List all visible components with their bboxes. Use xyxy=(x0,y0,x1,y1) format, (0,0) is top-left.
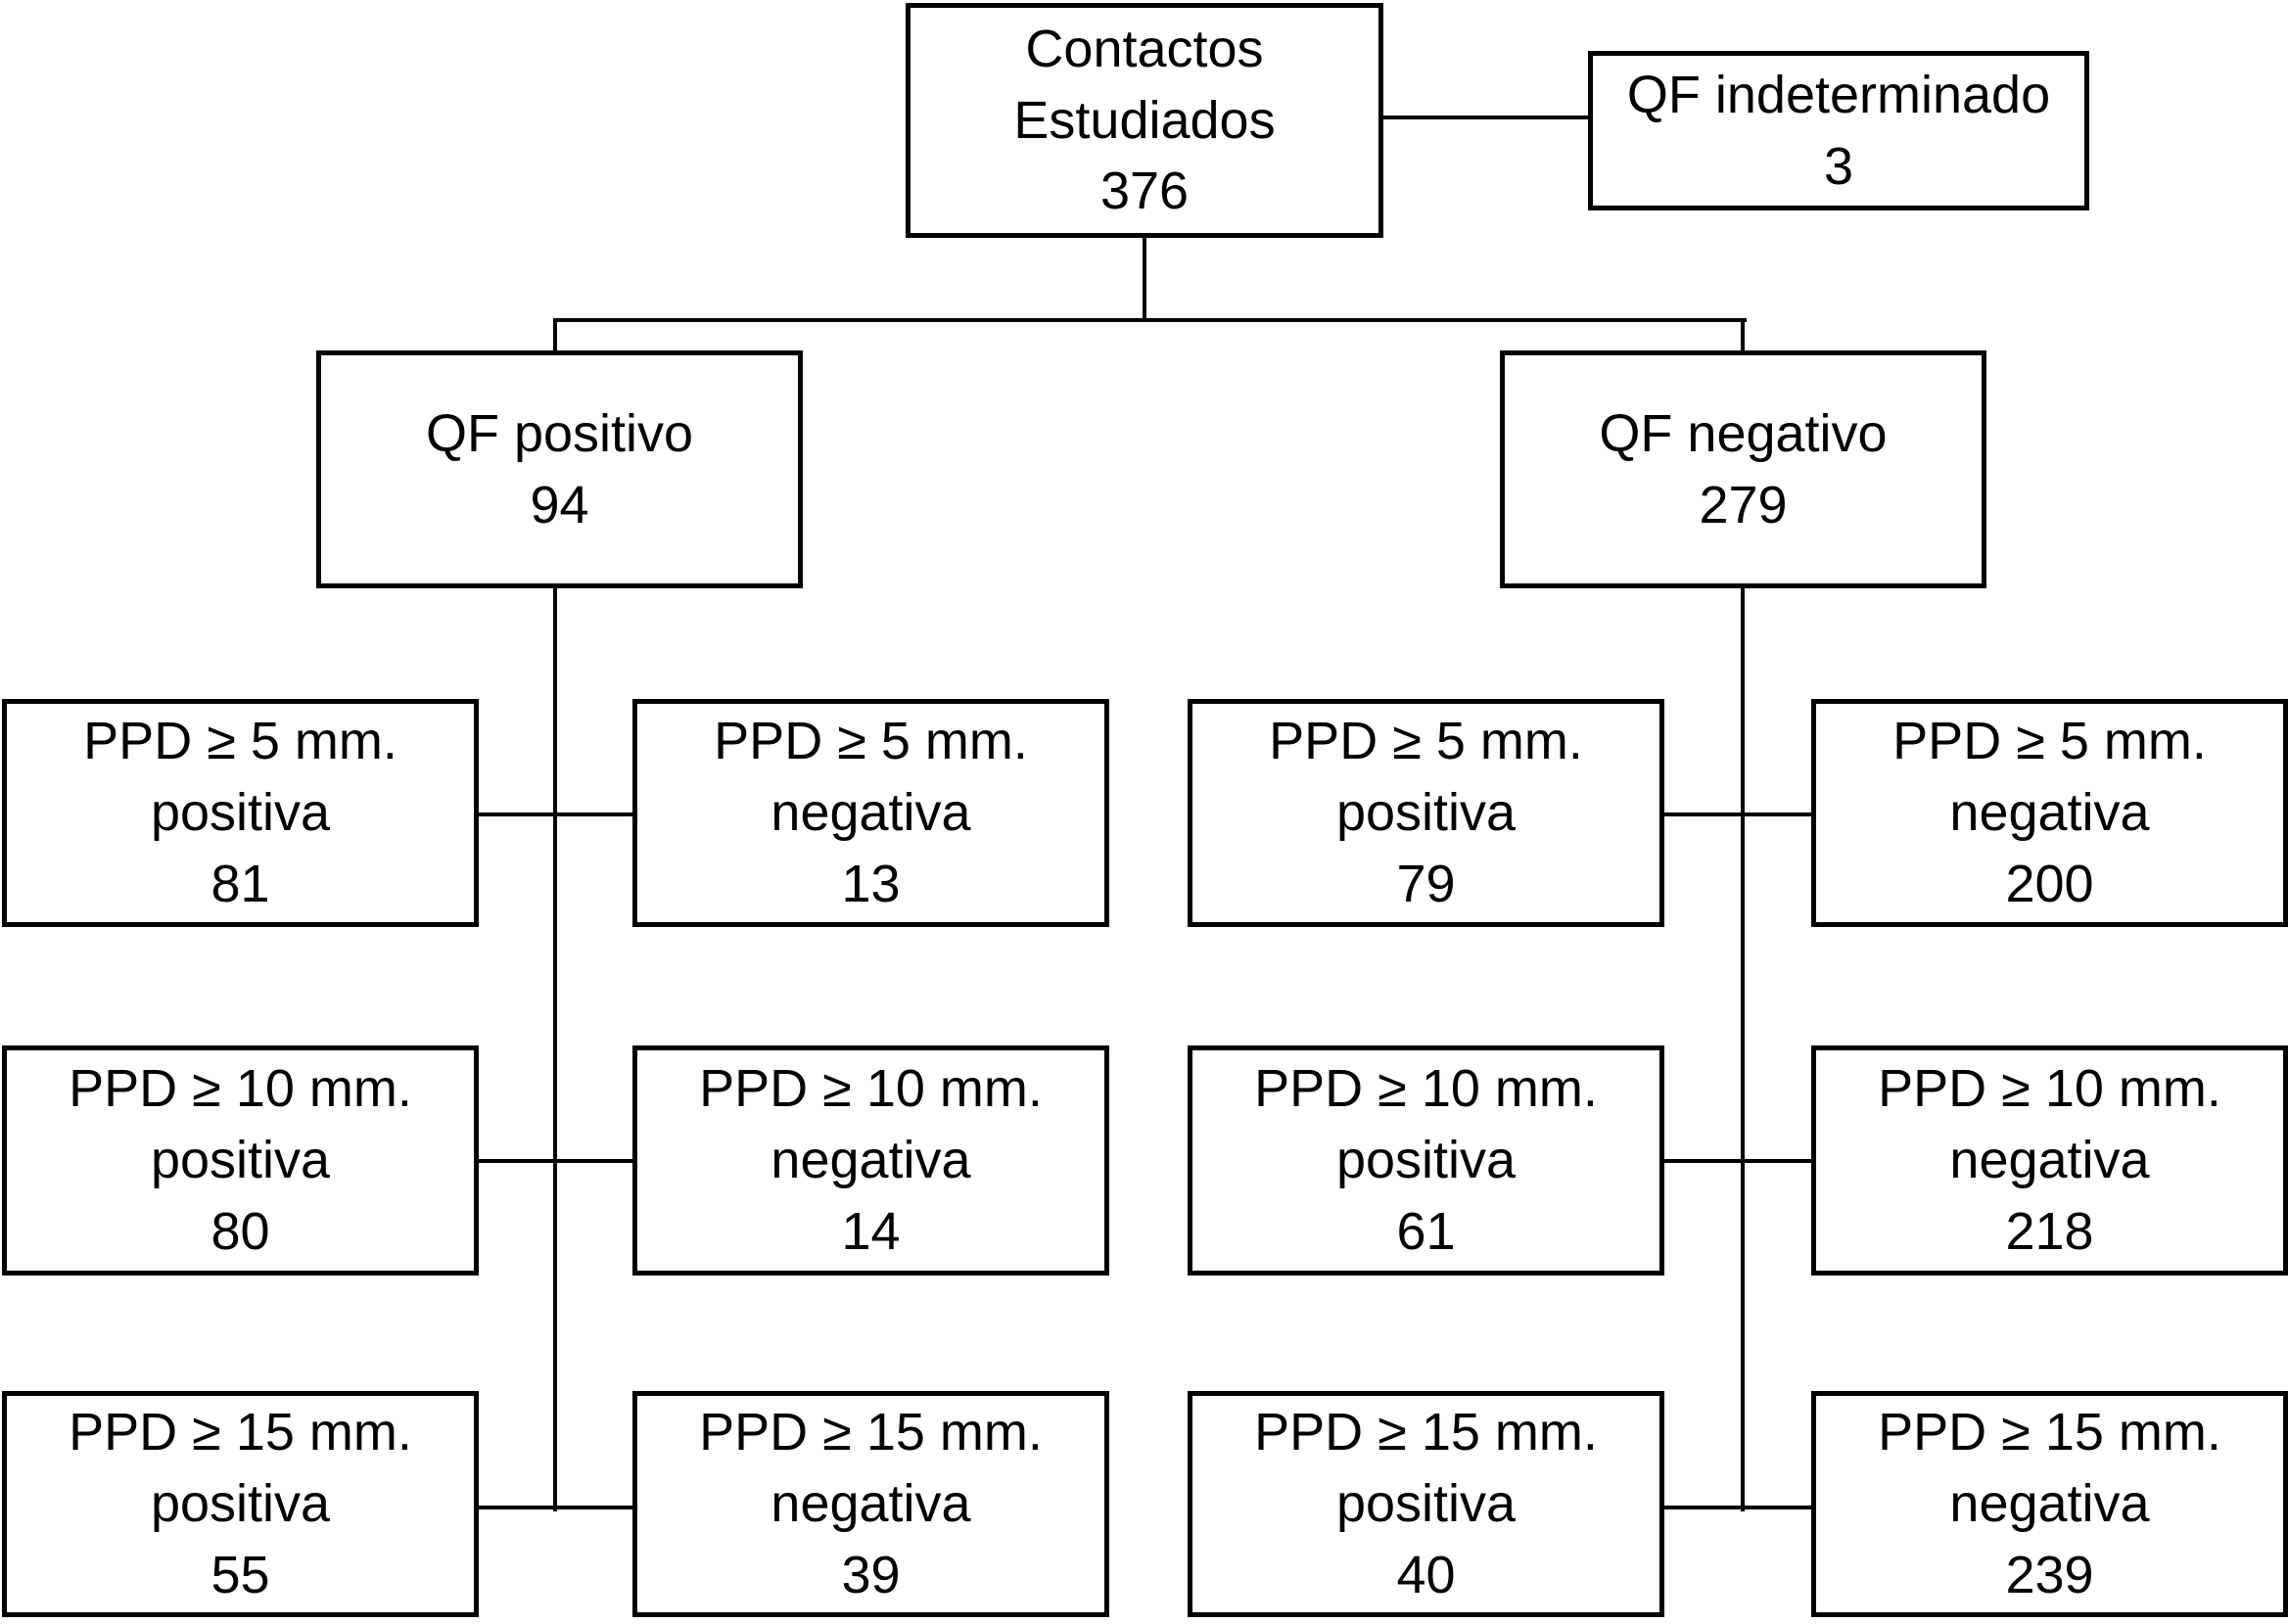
node-label: QF negativo xyxy=(1599,403,1888,463)
connector-root-to-indeterminate xyxy=(1383,116,1588,119)
node-count: 61 xyxy=(1396,1201,1456,1261)
node-qfneg-ppd5-negativa: PPD ≥ 5 mm. negativa 200 xyxy=(1811,699,2288,927)
node-count: 279 xyxy=(1699,475,1788,534)
node-label: PPD ≥ 10 mm. negativa xyxy=(699,1059,1043,1190)
connector-row3-qf-negativo xyxy=(1660,1506,1815,1509)
connector-trunk-qf-positivo xyxy=(553,585,557,1511)
node-label: PPD ≥ 15 mm. positiva xyxy=(1254,1403,1598,1534)
node-count: 218 xyxy=(2005,1201,2094,1261)
node-qfpos-ppd10-negativa: PPD ≥ 10 mm. negativa 14 xyxy=(632,1045,1109,1276)
node-count: 39 xyxy=(841,1545,901,1604)
node-count: 55 xyxy=(210,1545,270,1604)
connector-trunk-qf-negativo xyxy=(1741,585,1745,1511)
node-label: PPD ≥ 15 mm. negativa xyxy=(1878,1403,2221,1534)
node-count: 94 xyxy=(530,475,589,534)
connector-row2-qf-negativo xyxy=(1660,1159,1815,1163)
node-label: PPD ≥ 15 mm. negativa xyxy=(699,1403,1043,1534)
node-qfpos-ppd15-positiva: PPD ≥ 15 mm. positiva 55 xyxy=(2,1391,479,1617)
node-label: PPD ≥ 15 mm. positiva xyxy=(69,1403,412,1534)
node-label: Contactos Estudiados xyxy=(1013,19,1276,150)
node-count: 81 xyxy=(210,854,270,913)
node-qfpos-ppd5-negativa: PPD ≥ 5 mm. negativa 13 xyxy=(632,699,1109,927)
node-label: PPD ≥ 10 mm. negativa xyxy=(1878,1059,2221,1190)
node-count: 13 xyxy=(841,854,901,913)
node-qfpos-ppd10-positiva: PPD ≥ 10 mm. positiva 80 xyxy=(2,1045,479,1276)
node-qfneg-ppd10-positiva: PPD ≥ 10 mm. positiva 61 xyxy=(1188,1045,1664,1276)
node-count: 40 xyxy=(1396,1545,1456,1604)
node-label: QF indeterminado xyxy=(1626,65,2051,124)
node-qfneg-ppd5-positiva: PPD ≥ 5 mm. positiva 79 xyxy=(1188,699,1664,927)
connector-row2-qf-positivo xyxy=(475,1159,636,1163)
node-count: 3 xyxy=(1823,136,1854,196)
node-count: 79 xyxy=(1396,854,1456,913)
connector-row3-qf-positivo xyxy=(475,1506,636,1509)
node-qf-negativo: QF negativo 279 xyxy=(1500,350,1986,588)
node-qf-positivo: QF positivo 94 xyxy=(316,350,803,588)
connector-branch-split xyxy=(553,318,1747,322)
node-label: QF positivo xyxy=(425,403,694,463)
node-label: PPD ≥ 10 mm. positiva xyxy=(69,1059,412,1190)
node-contactos-estudiados: Contactos Estudiados 376 xyxy=(906,3,1383,238)
node-label: PPD ≥ 5 mm. negativa xyxy=(1892,712,2207,843)
node-qfneg-ppd15-negativa: PPD ≥ 15 mm. negativa 239 xyxy=(1811,1391,2288,1617)
node-qfpos-ppd15-negativa: PPD ≥ 15 mm. negativa 39 xyxy=(632,1391,1109,1617)
node-label: PPD ≥ 5 mm. negativa xyxy=(714,712,1028,843)
node-count: 239 xyxy=(2005,1545,2094,1604)
connector-stub-qf-negativo xyxy=(1741,318,1745,354)
node-qfneg-ppd10-negativa: PPD ≥ 10 mm. negativa 218 xyxy=(1811,1045,2288,1276)
node-count: 200 xyxy=(2005,854,2094,913)
node-count: 80 xyxy=(210,1201,270,1261)
node-label: PPD ≥ 5 mm. positiva xyxy=(83,712,397,843)
node-label: PPD ≥ 10 mm. positiva xyxy=(1254,1059,1598,1190)
connector-row1-qf-negativo xyxy=(1660,812,1815,816)
node-count: 376 xyxy=(1099,162,1190,221)
node-label: PPD ≥ 5 mm. positiva xyxy=(1269,712,1583,843)
node-qfneg-ppd15-positiva: PPD ≥ 15 mm. positiva 40 xyxy=(1188,1391,1664,1617)
connector-stub-qf-positivo xyxy=(553,318,557,354)
connector-row1-qf-positivo xyxy=(475,812,636,816)
node-qfpos-ppd5-positiva: PPD ≥ 5 mm. positiva 81 xyxy=(2,699,479,927)
node-count: 14 xyxy=(841,1201,901,1261)
node-qf-indeterminado: QF indeterminado 3 xyxy=(1588,51,2089,210)
connector-root-down xyxy=(1143,238,1146,322)
